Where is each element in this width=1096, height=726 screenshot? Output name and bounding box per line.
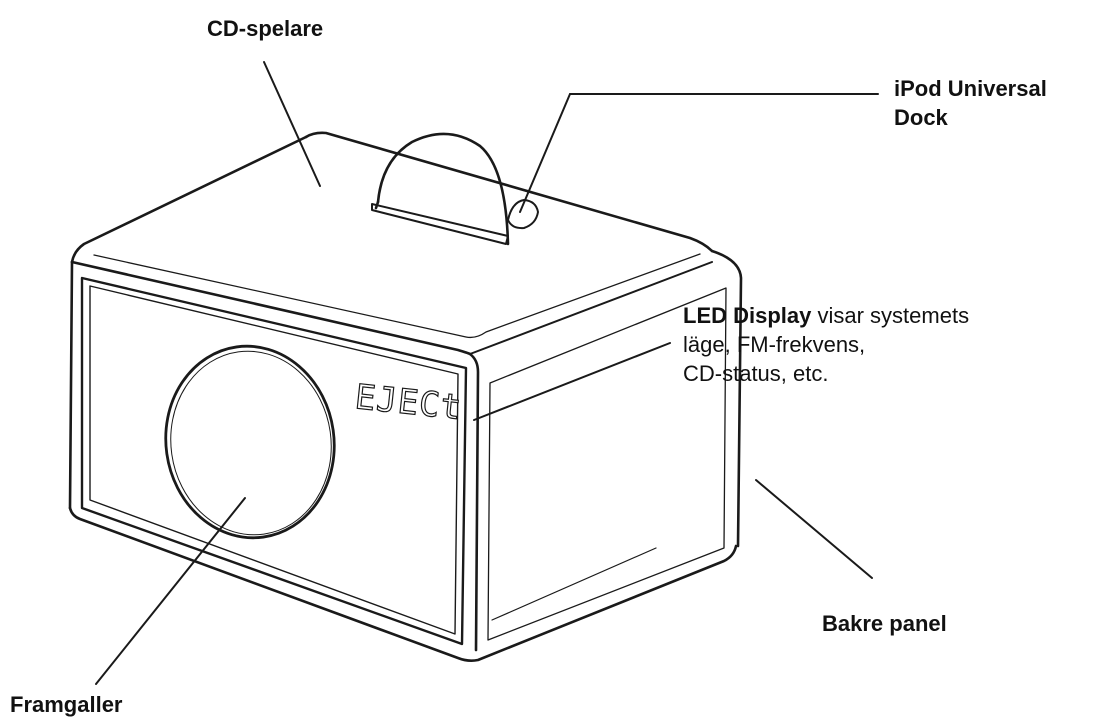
front-panel-frame-inner bbox=[89, 285, 459, 635]
label-led-display: LED Display visar systemets läge, FM-fre… bbox=[683, 301, 969, 388]
label-ipod-dock-line2: Dock bbox=[894, 105, 948, 130]
label-ipod-dock-line1: iPod Universal bbox=[894, 76, 1047, 101]
side-panel-frame bbox=[487, 287, 727, 641]
leader-cd-player bbox=[263, 61, 321, 187]
label-back-panel: Bakre panel bbox=[822, 609, 947, 638]
unit-top-side-edge bbox=[469, 261, 713, 355]
label-front-grille-text: Framgaller bbox=[10, 692, 123, 717]
side-panel-lower-line bbox=[491, 547, 657, 621]
leader-front-grille bbox=[95, 497, 246, 685]
front-grille-circle bbox=[164, 344, 336, 540]
cd-slot bbox=[371, 203, 509, 245]
led-display-readout: EJECt bbox=[353, 377, 464, 428]
label-ipod-dock: iPod Universal Dock bbox=[894, 74, 1047, 132]
unit-top-front-edge bbox=[70, 260, 472, 356]
label-led-display-line1: LED Display visar systemets bbox=[683, 301, 969, 330]
unit-bottom-edge bbox=[68, 506, 738, 662]
label-led-display-line3: CD-status, etc. bbox=[683, 361, 829, 386]
unit-top-outline bbox=[304, 131, 714, 253]
front-grille-circle-inner bbox=[170, 350, 332, 536]
leader-back-panel bbox=[755, 479, 873, 579]
unit-front-corner bbox=[468, 352, 480, 652]
label-led-display-line2: läge, FM-frekvens, bbox=[683, 332, 866, 357]
leader-ipod-dock-d bbox=[519, 93, 571, 213]
label-led-display-title: LED Display bbox=[683, 303, 812, 328]
unit-right-edge bbox=[710, 249, 743, 548]
label-led-display-text1: visar systemets bbox=[811, 303, 970, 328]
cd-disc bbox=[376, 132, 510, 246]
label-cd-player: CD-spelare bbox=[207, 14, 323, 43]
label-back-panel-text: Bakre panel bbox=[822, 611, 947, 636]
label-cd-player-text: CD-spelare bbox=[207, 16, 324, 41]
ipod-dock bbox=[507, 199, 539, 230]
label-front-grille: Framgaller bbox=[10, 690, 123, 719]
unit-left-edge bbox=[68, 260, 74, 510]
front-panel-frame-outer bbox=[80, 276, 468, 646]
unit-top-inner-line bbox=[93, 253, 701, 339]
unit-top-left-edge bbox=[70, 135, 308, 264]
leader-led-display bbox=[473, 342, 671, 421]
